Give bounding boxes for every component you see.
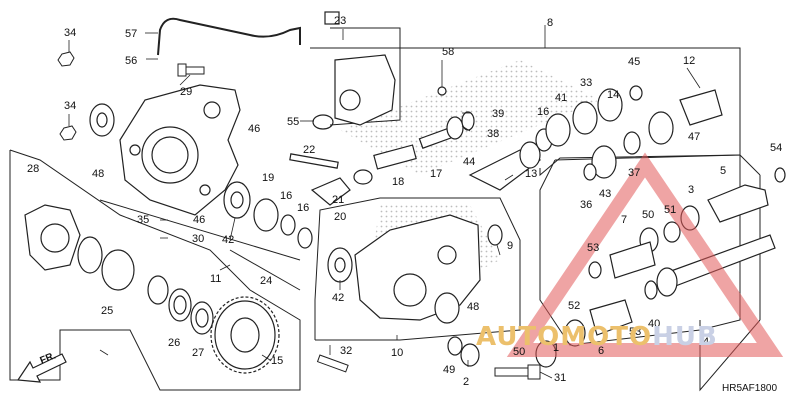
bearing-48-right — [434, 292, 460, 324]
callout-label: 43 — [599, 188, 612, 200]
callout-label: 2 — [463, 376, 470, 388]
callout-label: 13 — [525, 168, 538, 180]
leader-lines — [68, 25, 701, 379]
housing-left — [119, 84, 241, 216]
front-arrow-icon — [16, 353, 67, 383]
callout-label: 16 — [537, 106, 550, 118]
callout-label: 21 — [332, 194, 345, 206]
washers-26-27 — [147, 275, 214, 335]
callout-label: 58 — [442, 46, 455, 58]
callout-label: 51 — [664, 204, 677, 216]
callout-label: 36 — [580, 199, 593, 211]
breather-pipe — [157, 17, 301, 56]
callout-label: 4 — [703, 336, 710, 348]
callout-label: 42 — [332, 292, 345, 304]
callout-label: 56 — [125, 55, 138, 67]
callout-label: 5 — [720, 165, 727, 177]
callout-label: 44 — [463, 156, 476, 168]
callout-label: 50 — [513, 346, 526, 358]
group-outline-4 — [539, 154, 741, 346]
bolt-32 — [316, 354, 349, 373]
callout-label: 24 — [260, 275, 273, 287]
callout-label: 40 — [648, 318, 661, 330]
callout-label: 33 — [580, 77, 593, 89]
differential-case — [24, 204, 135, 291]
diagram-code: HR5AF1800 — [722, 383, 778, 394]
bolt-31 — [494, 364, 541, 380]
callout-label: 39 — [492, 108, 505, 120]
bearing-42-left — [223, 181, 251, 219]
callout-label: 18 — [392, 176, 405, 188]
callout-label: 46 — [193, 214, 206, 226]
callout-label: 38 — [487, 128, 500, 140]
callout-label: 35 — [137, 214, 150, 226]
callout-label: 16 — [297, 202, 310, 214]
callout-label: 29 — [180, 86, 193, 98]
callout-label: 14 — [607, 89, 620, 101]
watermark-part1: AUTOMOTO — [476, 322, 653, 352]
nut-34-top — [57, 51, 75, 67]
callout-label: 17 — [430, 168, 443, 180]
callout-label: 48 — [92, 168, 105, 180]
callout-label: 50 — [642, 209, 655, 221]
callout-label: 52 — [568, 300, 581, 312]
group-outline-10 — [314, 197, 521, 341]
pinion-assembly — [468, 85, 723, 191]
watermark-text: AUTOMOTOHUB — [476, 322, 718, 352]
callout-label: 11 — [210, 273, 222, 285]
seal-9 — [487, 224, 503, 246]
callout-label: 57 — [125, 28, 138, 40]
shift-motor — [324, 11, 396, 126]
watermark-triangle — [506, 152, 784, 357]
callout-label: 20 — [334, 211, 347, 223]
callout-label: 37 — [628, 167, 641, 179]
callout-label: 48 — [467, 301, 480, 313]
callout-label: 22 — [303, 144, 316, 156]
ring-gear — [210, 296, 280, 374]
callout-label: 8 — [547, 17, 554, 29]
bearing-48-left — [89, 103, 115, 137]
callout-label: 10 — [391, 347, 404, 359]
callout-label: 49 — [443, 364, 456, 376]
callout-label: 1 — [553, 342, 560, 354]
callout-label: 30 — [192, 233, 205, 245]
o-ring-55 — [312, 114, 334, 130]
callout-label: 6 — [598, 345, 605, 357]
callout-label: 25 — [101, 305, 114, 317]
callout-label: 34 — [64, 100, 77, 112]
callout-label: 32 — [340, 345, 353, 357]
callout-label: 28 — [27, 163, 40, 175]
rings-19-16 — [253, 198, 313, 249]
shift-fork-assembly — [289, 86, 475, 206]
watermark-part2: HUB — [652, 322, 718, 352]
bolt-29 — [177, 63, 205, 77]
callout-label: 46 — [248, 123, 261, 135]
callout-label: 45 — [628, 56, 641, 68]
callout-label: 12 — [683, 55, 696, 67]
callout-label: 41 — [555, 92, 568, 104]
callout-label: 34 — [64, 27, 77, 39]
axle-parts — [564, 167, 786, 347]
callout-label: 53 — [587, 242, 600, 254]
callout-label: 3 — [688, 184, 695, 196]
callout-label: 55 — [287, 116, 300, 128]
callout-label: 27 — [192, 347, 205, 359]
callout-label: 15 — [271, 355, 284, 367]
callout-label: 47 — [688, 131, 701, 143]
callout-label: 31 — [554, 372, 567, 384]
nut-34-mid — [59, 125, 77, 141]
callout-label: 26 — [168, 337, 181, 349]
callout-label: 16 — [280, 190, 293, 202]
callout-label: 7 — [621, 214, 628, 226]
callout-label: 19 — [262, 172, 275, 184]
callout-label: 42 — [222, 234, 235, 246]
group-outline-11 — [9, 149, 301, 391]
callout-label: 23 — [334, 15, 347, 27]
callout-label: 9 — [507, 240, 514, 252]
callout-label: 54 — [770, 142, 783, 154]
callout-label: 53 — [629, 326, 642, 338]
